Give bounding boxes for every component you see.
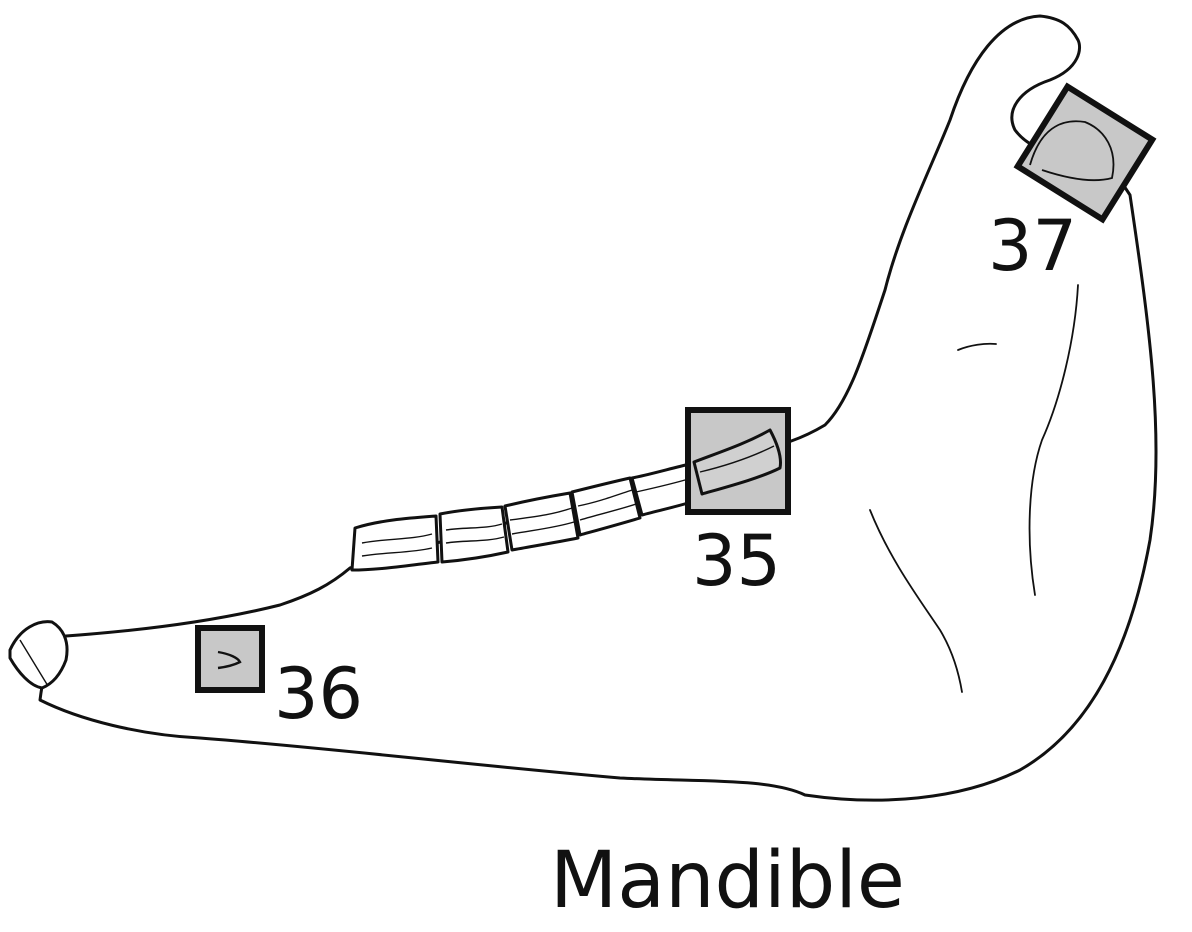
region-37-marker (1013, 82, 1157, 224)
condyle-line (1029, 120, 1115, 182)
region-35-marker (685, 407, 791, 515)
region-36-marker (195, 625, 265, 693)
cheek-teeth (350, 462, 700, 572)
region-36-label: 36 (274, 653, 363, 735)
ramus-mark-line (957, 342, 997, 351)
incisor-line (19, 639, 49, 687)
diagram-caption: Mandible (550, 836, 905, 926)
region-37-label: 37 (988, 205, 1077, 287)
ramus-groove-line (1028, 284, 1079, 596)
angle-groove-line (869, 509, 963, 693)
region-35-label: 35 (692, 520, 781, 602)
incisor-tooth (8, 620, 69, 690)
